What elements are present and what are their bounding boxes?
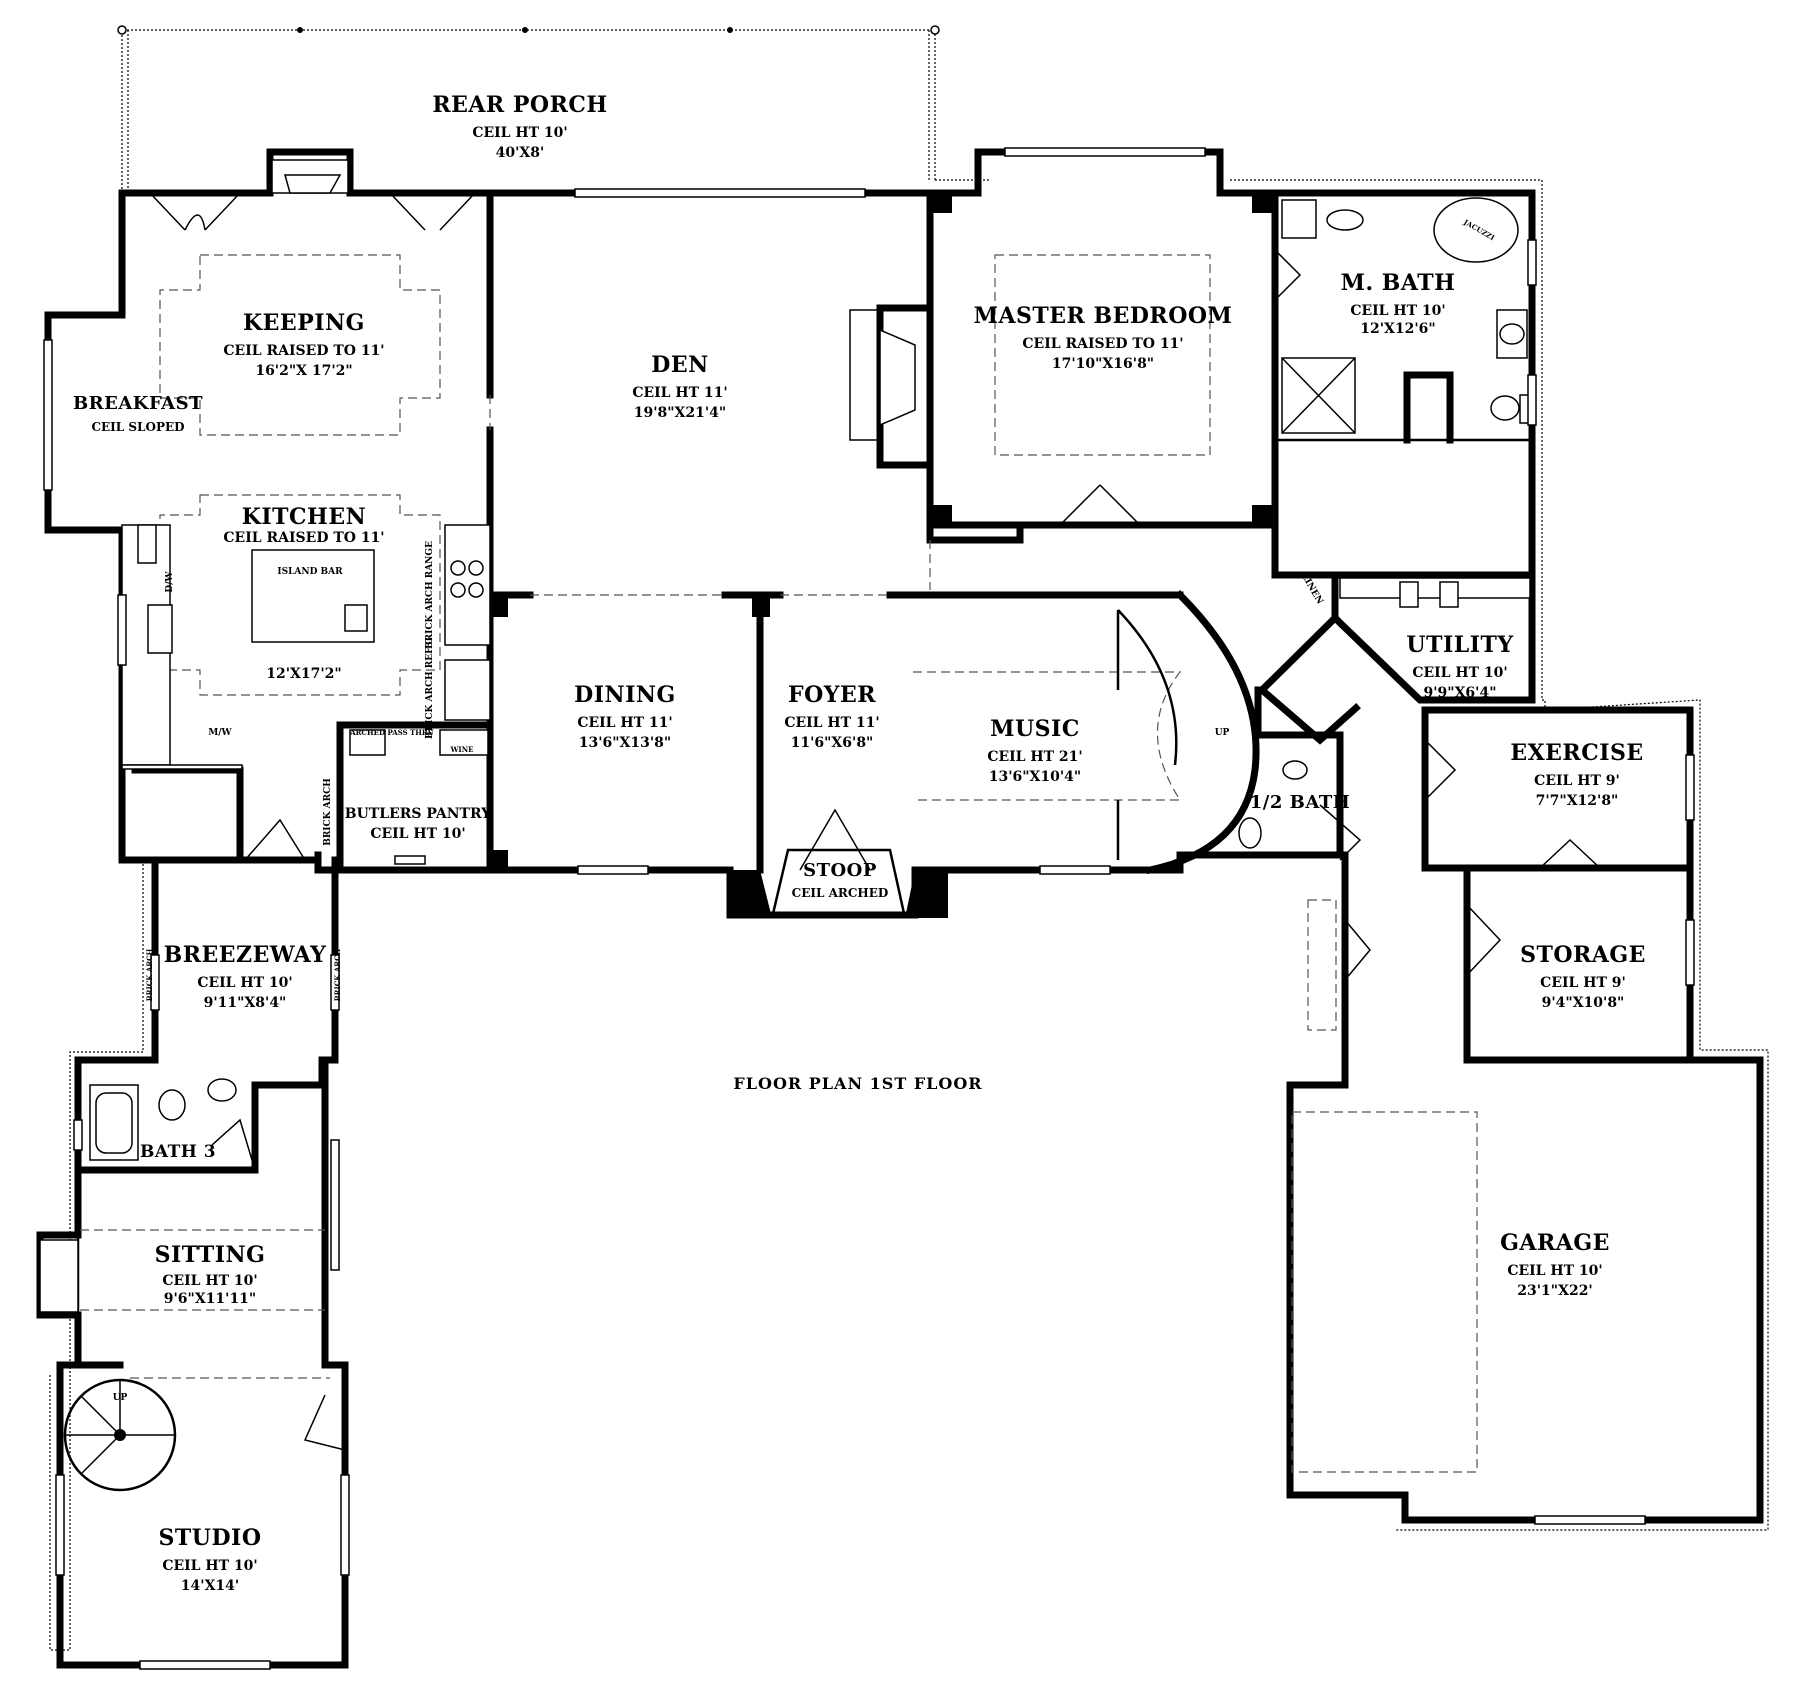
- room-ceil-kitchen: CEIL RAISED TO 11': [223, 530, 384, 546]
- room-name-utility: UTILITY: [1406, 632, 1513, 658]
- room-ceil-rear-porch: CEIL HT 10': [472, 125, 567, 141]
- room-name-garage: GARAGE: [1500, 1230, 1610, 1256]
- room-size-exercise: 7'7"X12'8": [1536, 793, 1619, 809]
- label-brick-arch-breezeway-right: BRICK ARCH: [333, 948, 342, 1001]
- room-ceil-foyer: CEIL HT 11': [784, 715, 879, 731]
- room-name-music: MUSIC: [990, 716, 1080, 742]
- label-wine: WINE: [450, 745, 474, 754]
- room-name-butlers-pantry: BUTLERS PANTRY: [345, 806, 492, 822]
- room-ceil-keeping: CEIL RAISED TO 11': [223, 343, 384, 359]
- room-name-master-bedroom: MASTER BEDROOM: [974, 303, 1233, 329]
- corner-posts: [490, 193, 1274, 872]
- master-bath-fixtures: [1238, 197, 1533, 849]
- room-ceil-garage: CEIL HT 10': [1507, 1263, 1602, 1279]
- label-brick-arch-pantry: BRICK ARCH: [323, 778, 333, 846]
- room-ceil-storage: CEIL HT 9': [1540, 975, 1626, 991]
- room-ceil-stoop: CEIL ARCHED: [792, 886, 889, 900]
- room-ceil-dining: CEIL HT 11': [577, 715, 672, 731]
- room-ceil-breakfast: CEIL SLOPED: [91, 420, 184, 434]
- room-name-keeping: KEEPING: [243, 310, 365, 336]
- room-size-keeping: 16'2"X 17'2": [255, 363, 352, 379]
- room-name-foyer: FOYER: [788, 682, 876, 708]
- rear-porch-outline: [117, 25, 940, 193]
- room-ceil-den: CEIL HT 11': [632, 385, 727, 401]
- room-ceil-exercise: CEIL HT 9': [1534, 773, 1620, 789]
- windows: [43, 147, 1695, 1670]
- room-size-rear-porch: 40'X8': [496, 145, 545, 161]
- plan-title: FLOOR PLAN 1ST FLOOR: [733, 1074, 982, 1093]
- label-island-bar: ISLAND BAR: [277, 567, 343, 577]
- label-up-main-stair: UP: [1215, 728, 1230, 738]
- room-name-m-bath: M. BATH: [1341, 270, 1456, 296]
- spiral-stair: [63, 1378, 177, 1492]
- label-brick-arch-range: BRICK ARCH RANGE: [425, 541, 435, 649]
- label-mw: M/W: [208, 728, 232, 738]
- room-ceil-sitting: CEIL HT 10': [162, 1273, 257, 1289]
- room-name-breakfast: BREAKFAST: [73, 393, 203, 414]
- room-size-dining: 13'6"X13'8": [579, 735, 671, 751]
- room-name-rear-porch: REAR PORCH: [432, 92, 607, 118]
- room-ceil-music: CEIL HT 21': [987, 749, 1082, 765]
- room-name-stoop: STOOP: [803, 860, 877, 881]
- stoop: [730, 848, 948, 919]
- room-name-bath-3: BATH 3: [140, 1142, 216, 1162]
- room-name-den: DEN: [651, 352, 708, 378]
- room-name-dining: DINING: [574, 682, 676, 708]
- room-name-half-bath: 1/2 BATH: [1250, 792, 1351, 813]
- room-name-studio: STUDIO: [159, 1525, 262, 1551]
- label-brick-arch-refg: BRICK ARCH REF'G: [425, 637, 435, 739]
- kitchen-counters: [121, 524, 491, 770]
- room-ceil-studio: CEIL HT 10': [162, 1558, 257, 1574]
- island-bar: [251, 549, 375, 643]
- room-size-storage: 9'4"X10'8": [1542, 995, 1625, 1011]
- room-size-den: 19'8"X21'4": [634, 405, 726, 421]
- room-size-m-bath: 12'X12'6": [1360, 321, 1435, 337]
- doors: [149, 192, 1601, 1451]
- room-size-breezeway: 9'11"X8'4": [204, 995, 287, 1011]
- room-size-garage: 23'1"X22': [1517, 1283, 1592, 1299]
- room-name-kitchen: KITCHEN: [242, 504, 366, 530]
- label-brick-arch-breezeway-left: BRICK ARCH: [145, 948, 154, 1001]
- room-name-sitting: SITTING: [155, 1242, 266, 1268]
- room-ceil-butlers-pantry: CEIL HT 10': [370, 826, 465, 842]
- room-size-music: 13'6"X10'4": [989, 769, 1081, 785]
- ceiling-dashes: [80, 254, 1478, 1473]
- room-ceil-master-bedroom: CEIL RAISED TO 11': [1022, 336, 1183, 352]
- main-stair: [1116, 609, 1178, 860]
- room-size-utility: 9'9"X6'4": [1424, 685, 1497, 701]
- bath3-fixtures: [89, 1078, 237, 1161]
- room-size-master-bedroom: 17'10"X16'8": [1052, 356, 1154, 372]
- room-name-breezeway: BREEZEWAY: [164, 942, 327, 968]
- room-size-kitchen: 12'X17'2": [266, 666, 341, 682]
- room-ceil-breezeway: CEIL HT 10': [197, 975, 292, 991]
- room-ceil-m-bath: CEIL HT 10': [1350, 303, 1445, 319]
- label-dw: D/W: [165, 571, 175, 593]
- fireplaces: [39, 159, 934, 1313]
- room-size-foyer: 11'6"X6'8": [791, 735, 874, 751]
- room-size-sitting: 9'6"X11'11": [164, 1291, 256, 1307]
- label-up-spiral-stair: UP: [113, 1393, 128, 1403]
- label-arched-pass-thru: ARCHED PASS THRU: [349, 728, 434, 737]
- room-name-exercise: EXERCISE: [1510, 740, 1643, 766]
- room-name-storage: STORAGE: [1520, 942, 1646, 968]
- room-ceil-utility: CEIL HT 10': [1412, 665, 1507, 681]
- room-size-studio: 14'X14': [181, 1578, 239, 1594]
- exterior-siding: [49, 179, 1769, 1651]
